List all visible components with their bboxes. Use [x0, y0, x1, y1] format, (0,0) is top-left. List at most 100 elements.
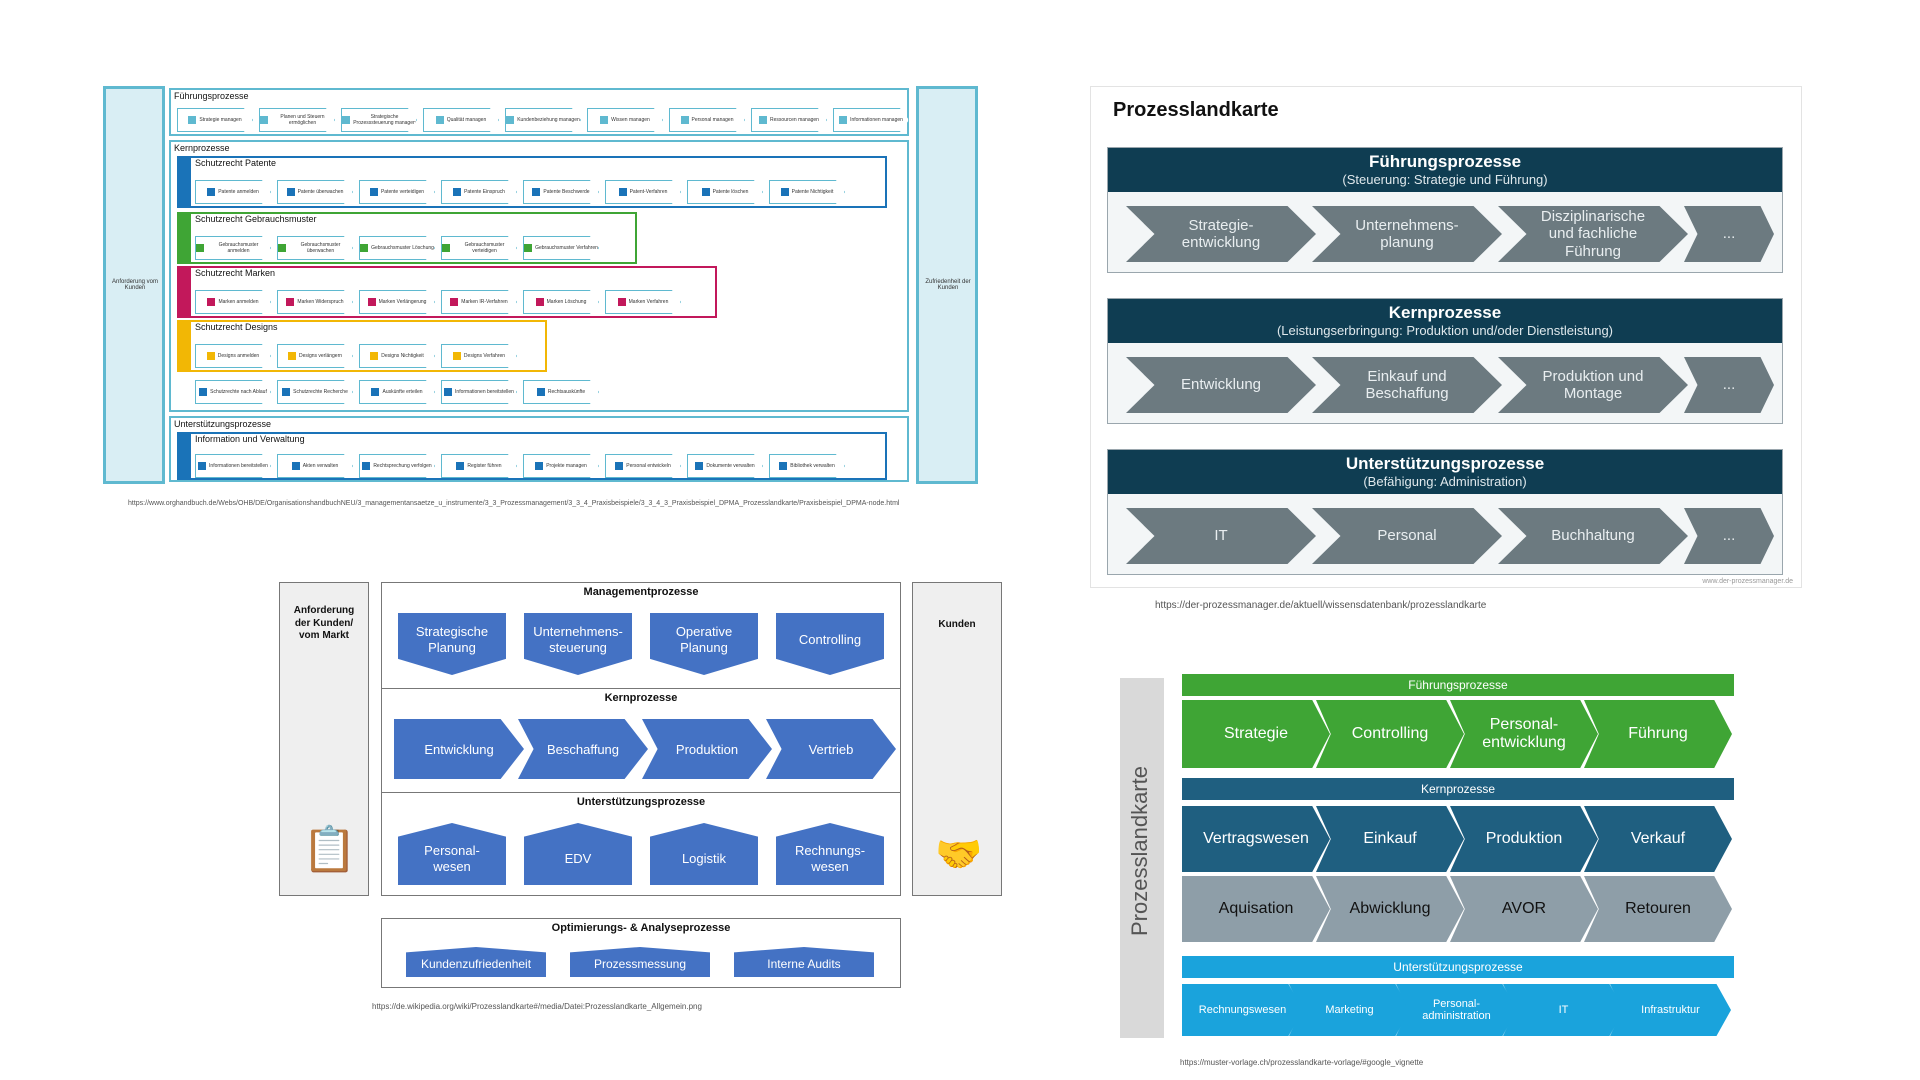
pc-kern-arrow: Entwicklung — [394, 719, 524, 779]
process-step-chevron: Schutzrechte Recherche — [277, 380, 353, 404]
pc-support-pentagon: Rechnungs- wesen — [776, 823, 884, 885]
pc-opt-item: Interne Audits — [734, 947, 874, 977]
panel-b-title: Prozesslandkarte — [1113, 99, 1279, 121]
pb-chevron: Buchhaltung — [1498, 508, 1688, 564]
pb-group-subtitle: (Befähigung: Administration) — [1363, 474, 1527, 489]
pb-chevron: ... — [1684, 508, 1774, 564]
pb-group-kern: Kernprozesse (Leistungserbringung: Produ… — [1107, 298, 1783, 424]
sub-marken-title: Schutzrecht Marken — [195, 268, 276, 278]
process-step-chevron: Akten verwalten — [277, 454, 353, 478]
pb-group-header: Unterstützungsprozesse (Befähigung: Admi… — [1108, 450, 1782, 494]
process-step-chevron: Qualität managen — [423, 108, 499, 132]
process-step-chevron: Gebrauchsmuster verteidigen — [441, 236, 517, 260]
process-step-chevron: Personal entwickeln — [605, 454, 681, 478]
pd-support-chevron: Personal- administration — [1396, 984, 1517, 1036]
pc-kern-arrow: Beschaffung — [518, 719, 648, 779]
pc-support-pentagon: Personal- wesen — [398, 823, 506, 885]
pc-management-title: Managementprozesse — [583, 586, 699, 598]
pb-chevron: ... — [1684, 357, 1774, 413]
sub-info: Information und Verwaltung Informationen… — [177, 432, 887, 480]
prozessmanager-map: Prozesslandkarte Führungsprozesse (Steue… — [1090, 86, 1802, 588]
source-url-b[interactable]: https://der-prozessmanager.de/aktuell/wi… — [1155, 600, 1487, 611]
process-step-chevron: Dokumente verwalten — [687, 454, 763, 478]
pd-support-chevron: Marketing — [1289, 984, 1410, 1036]
pd-kern-chevron: Aquisation — [1182, 876, 1330, 942]
dpma-process-map: Anforderung vom Kunden Zufriedenheit der… — [103, 86, 978, 484]
pc-support-title: Unterstützungsprozesse — [576, 796, 706, 808]
pb-chevron: Personal — [1312, 508, 1502, 564]
process-step-chevron: Patente löschen — [687, 180, 763, 204]
left-input-bar: Anforderung vom Kunden — [103, 86, 165, 484]
pc-opt-item: Prozessmessung — [570, 947, 710, 977]
sub-patente-title: Schutzrecht Patente — [195, 158, 277, 168]
pd-kern-chevron: Abwicklung — [1316, 876, 1464, 942]
source-url-d[interactable]: https://muster-vorlage.ch/prozesslandkar… — [1180, 1058, 1424, 1067]
pd-support-chevron: Infrastruktur — [1610, 984, 1731, 1036]
pd-support-bar: Unterstützungsprozesse — [1182, 956, 1734, 978]
pc-right-label: Kunden — [938, 619, 976, 630]
pc-opt-title: Optimierungs- & Analyseprozesse — [551, 922, 731, 934]
process-step-chevron: Strategische Prozesssteuerung managen — [341, 108, 417, 132]
pb-group-title: Unterstützungsprozesse — [1345, 454, 1545, 473]
process-step-chevron: Register führen — [441, 454, 517, 478]
fuehrung-band-title: Führungsprozesse — [174, 91, 249, 101]
pd-kern-bar: Kernprozesse — [1182, 778, 1734, 800]
pc-opt-item: Kundenzufriedenheit — [406, 947, 546, 977]
left-input-label: Anforderung vom Kunden — [111, 279, 159, 291]
right-output-label: Zufriedenheit der Kunden — [925, 279, 971, 291]
pd-fuehrung-bar: Führungsprozesse — [1182, 674, 1734, 696]
pb-group-header: Kernprozesse (Leistungserbringung: Produ… — [1108, 299, 1782, 343]
process-step-chevron: Strategie managen — [177, 108, 253, 132]
process-step-chevron: Informationen bereitstellen — [195, 454, 271, 478]
process-step-chevron: Patente Beschwerde — [523, 180, 599, 204]
unterstuetzung-band-title: Unterstützungsprozesse — [174, 419, 272, 429]
source-url-c[interactable]: https://de.wikipedia.org/wiki/Prozesslan… — [372, 1002, 702, 1011]
process-step-chevron: Rechtsprechung verfolgen — [359, 454, 435, 478]
pd-support-chevron: Rechnungswesen — [1182, 984, 1303, 1036]
process-step-chevron: Planen und Steuern ermöglichen — [259, 108, 335, 132]
pb-chevron: Produktion und Montage — [1498, 357, 1688, 413]
pd-side-label: Prozesslandkarte — [1127, 766, 1152, 936]
process-step-chevron: Projekte managen — [523, 454, 599, 478]
pb-group-title: Führungsprozesse — [1368, 152, 1522, 171]
pb-group-unterstuetzung: Unterstützungsprozesse (Befähigung: Admi… — [1107, 449, 1783, 575]
handshake-icon: 🤝 — [935, 834, 983, 876]
pd-side-bar: Prozesslandkarte — [1120, 678, 1164, 1038]
pc-management-pentagon: Strategische Planung — [398, 613, 506, 675]
sub-gebrauchsmuster-title: Schutzrecht Gebrauchsmuster — [195, 214, 317, 224]
process-step-chevron: Marken Widerspruch — [277, 290, 353, 314]
process-step-chevron: Kundenbeziehung managen — [505, 108, 581, 132]
process-step-chevron: Designs verlängern — [277, 344, 353, 368]
process-step-chevron: Ressourcen managen — [751, 108, 827, 132]
pb-chevron: Entwicklung — [1126, 357, 1316, 413]
pd-fuehrung-chevron: Personal- entwicklung — [1450, 700, 1598, 768]
process-step-chevron: Personal managen — [669, 108, 745, 132]
process-step-chevron: Marken Verlängerung — [359, 290, 435, 314]
process-step-chevron: Designs Nichtigkeit — [359, 344, 435, 368]
pd-support-chevron: IT — [1503, 984, 1624, 1036]
pc-management-pentagon: Controlling — [776, 613, 884, 675]
pb-chevron: ... — [1684, 206, 1774, 262]
source-url-a[interactable]: https://www.orghandbuch.de/Webs/OHB/DE/O… — [128, 500, 900, 507]
process-step-chevron: Auskünfte erteilen — [359, 380, 435, 404]
process-step-chevron: Patente anmelden — [195, 180, 271, 204]
pd-fuehrung-chevron: Strategie — [1182, 700, 1330, 768]
pc-kern-title: Kernprozesse — [604, 692, 678, 704]
process-step-chevron: Patente Einspruch — [441, 180, 517, 204]
